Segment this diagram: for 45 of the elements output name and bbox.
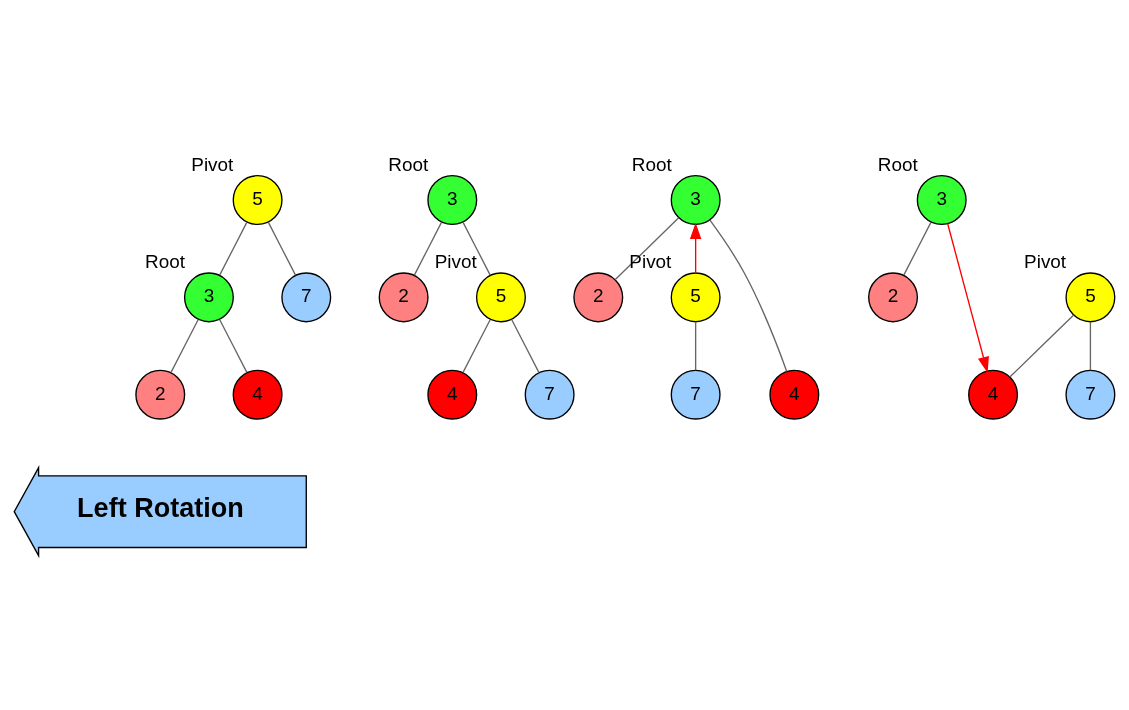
node-circle: 5	[670, 271, 721, 322]
connector	[170, 318, 199, 373]
node-circle: 7	[281, 271, 332, 322]
connector	[462, 221, 491, 276]
node-circle: 2	[573, 271, 624, 322]
node-label: Root	[145, 250, 185, 272]
label: Left Rotation	[77, 492, 244, 523]
arrow	[689, 222, 702, 274]
node-label: Pivot	[1024, 250, 1067, 272]
node-circle: 2	[135, 369, 186, 420]
node-label: Root	[877, 153, 918, 175]
node-circle: 5	[232, 174, 283, 225]
connector	[614, 216, 680, 280]
connector	[1009, 314, 1075, 378]
node-circle: 7	[670, 369, 721, 420]
node-label: Root	[631, 153, 672, 175]
connector	[511, 318, 540, 373]
connector	[709, 219, 788, 372]
node-circle: 4	[427, 369, 478, 420]
node-label: Pivot	[191, 153, 234, 175]
node-circle: 3	[183, 271, 234, 322]
arrow	[947, 222, 989, 373]
node-circle: 4	[968, 369, 1019, 420]
node-circle: 4	[232, 369, 283, 420]
node-label: Pivot	[629, 250, 672, 272]
node-circle: 7	[524, 369, 575, 420]
connector	[219, 221, 248, 276]
connector	[462, 318, 491, 373]
connector	[219, 318, 248, 373]
connector	[1089, 320, 1092, 371]
node-circle: 3	[427, 174, 478, 225]
connector	[413, 221, 443, 276]
node-circle: 3	[670, 174, 721, 225]
connector	[694, 320, 697, 371]
node-label: Root	[388, 153, 429, 175]
node-circle: 5	[1065, 271, 1116, 322]
node-circle: 5	[475, 271, 526, 322]
connector	[267, 221, 297, 276]
connector	[903, 221, 932, 276]
node-circle: 3	[916, 174, 967, 225]
node-circle: 2	[378, 271, 429, 322]
node-label: Pivot	[434, 250, 477, 272]
node-circle: 7	[1065, 369, 1116, 420]
node-circle: 4	[769, 369, 820, 420]
node-circle: 2	[868, 271, 919, 322]
